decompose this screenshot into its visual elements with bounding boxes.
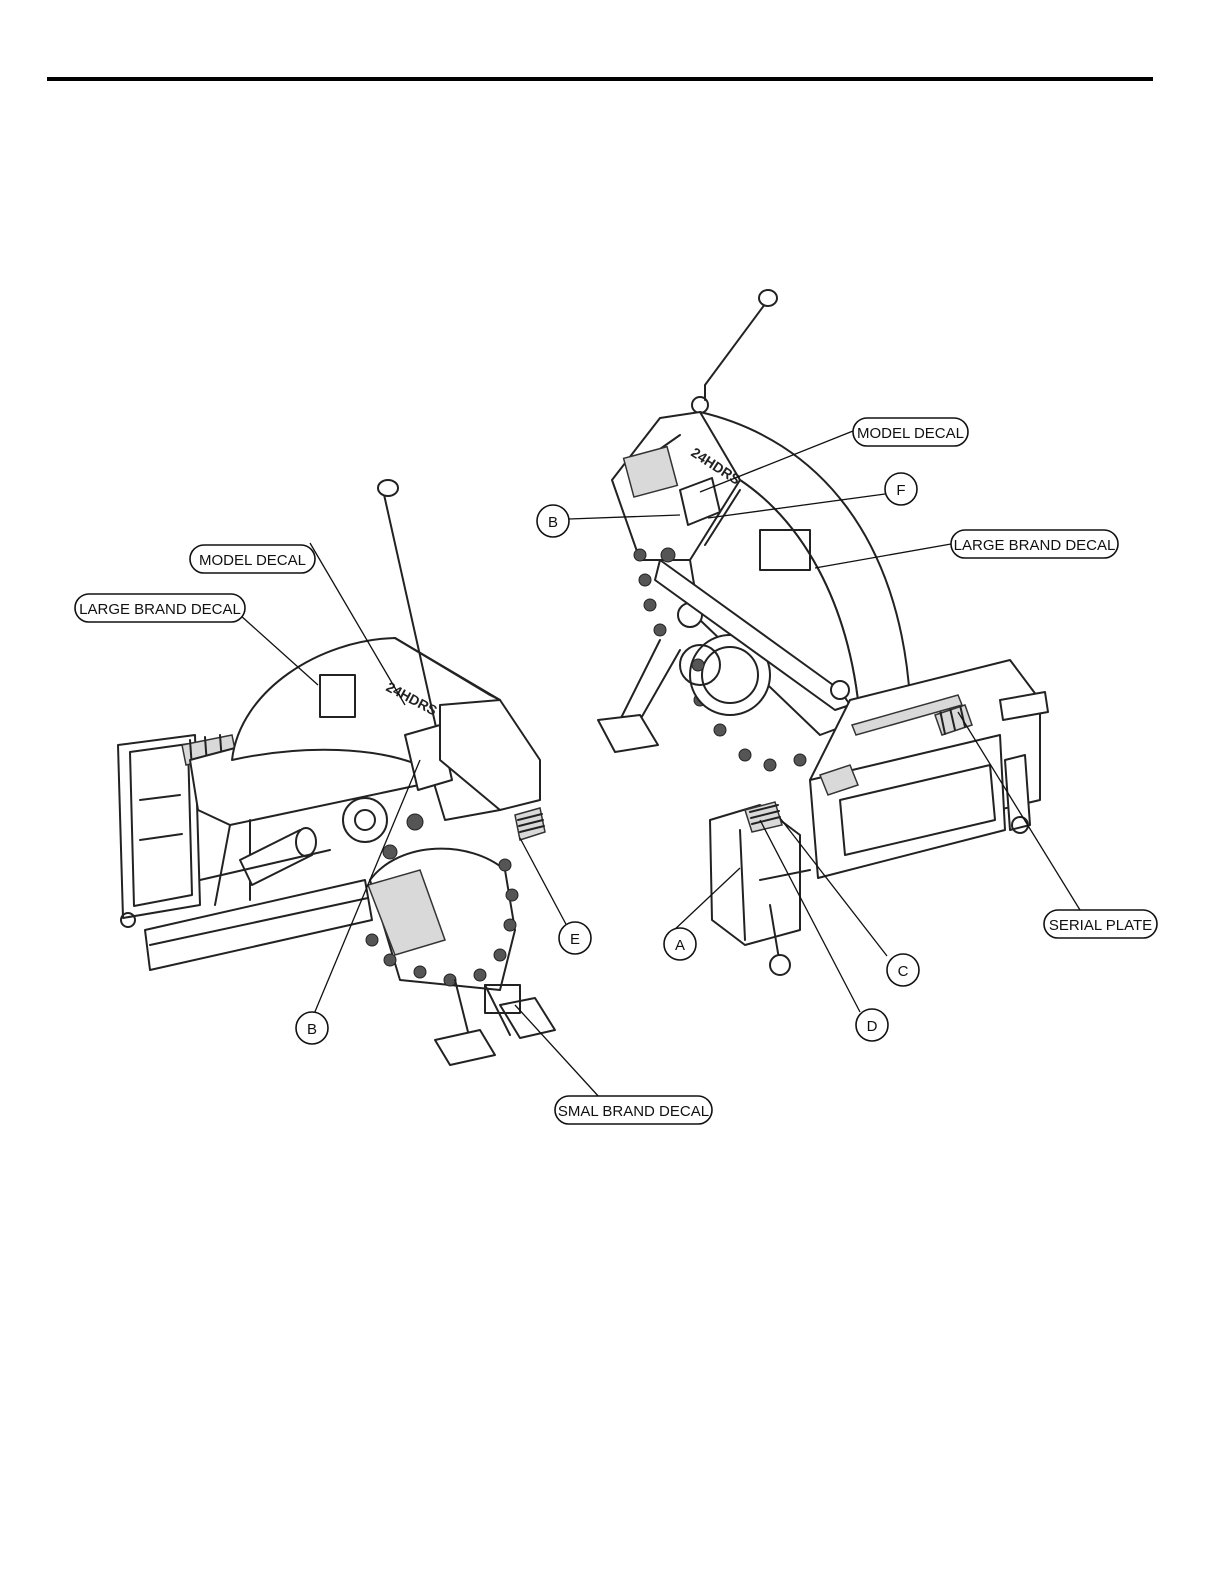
svg-text:E: E bbox=[570, 931, 580, 948]
svg-text:MODEL DECAL: MODEL DECAL bbox=[199, 552, 306, 569]
svg-text:MODEL DECAL: MODEL DECAL bbox=[857, 425, 964, 442]
callout-right-large-brand-decal: LARGE BRAND DECAL bbox=[951, 530, 1118, 558]
callout-right-c: C bbox=[887, 954, 919, 986]
callout-right-serial-plate: SERIAL PLATE bbox=[1044, 910, 1157, 938]
svg-text:SERIAL PLATE: SERIAL PLATE bbox=[1049, 917, 1152, 934]
svg-text:C: C bbox=[898, 963, 909, 980]
svg-text:A: A bbox=[675, 937, 685, 954]
svg-text:B: B bbox=[548, 514, 558, 531]
callout-left-large-brand-decal: LARGE BRAND DECAL bbox=[75, 594, 245, 622]
callout-left-e: E bbox=[559, 922, 591, 954]
callout-left-small-brand-decal: SMAL BRAND DECAL bbox=[555, 1096, 712, 1124]
svg-text:B: B bbox=[307, 1021, 317, 1038]
svg-text:F: F bbox=[896, 482, 905, 499]
svg-text:LARGE BRAND DECAL: LARGE BRAND DECAL bbox=[954, 537, 1116, 554]
right-machine-illustration: 24HDRS bbox=[598, 290, 1048, 975]
svg-text:D: D bbox=[867, 1018, 878, 1035]
svg-text:LARGE BRAND DECAL: LARGE BRAND DECAL bbox=[79, 601, 241, 618]
header-rule bbox=[47, 77, 1153, 81]
callout-right-d: D bbox=[856, 1009, 888, 1041]
callout-right-a: A bbox=[664, 928, 696, 960]
svg-text:SMAL BRAND DECAL: SMAL BRAND DECAL bbox=[558, 1103, 709, 1120]
callout-left-model-decal: MODEL DECAL bbox=[190, 545, 315, 573]
left-machine-illustration: 24HDRS bbox=[118, 480, 555, 1065]
callout-left-b: B bbox=[296, 1012, 328, 1044]
callout-right-f: F bbox=[885, 473, 917, 505]
callout-right-model-decal: MODEL DECAL bbox=[853, 418, 968, 446]
callout-right-b: B bbox=[537, 505, 569, 537]
